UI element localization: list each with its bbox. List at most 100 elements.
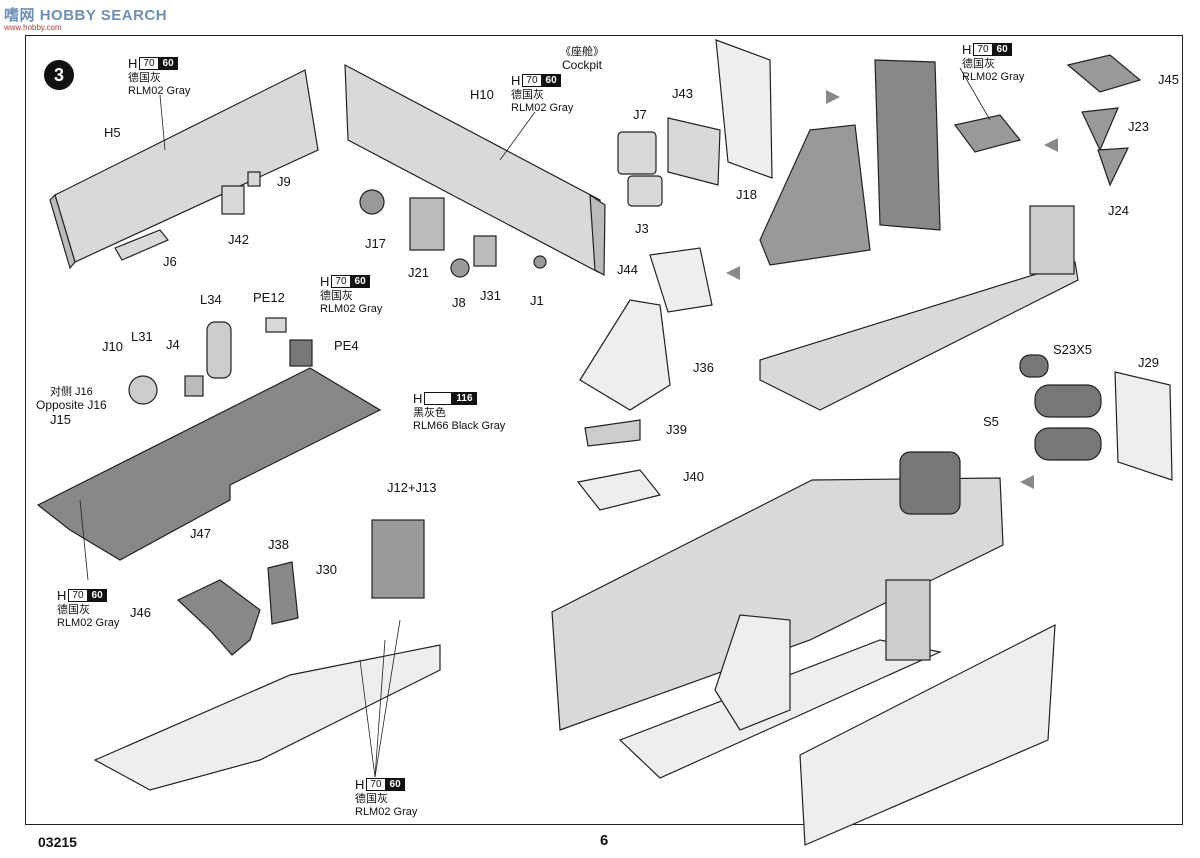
part-j9-shape [247,171,261,187]
paint-name-cn: 德国灰 [128,72,161,84]
part-label-j31: J31 [480,288,501,303]
paint-name-en: RLM02 Gray [511,102,574,114]
floor-bottom-left [93,644,441,791]
kit-code: 03215 [38,834,77,850]
seat-upper-shape [759,124,871,266]
part-j29-shape [1114,371,1173,481]
part-label-j44: J44 [617,262,638,277]
part-label-pe12: PE12 [253,290,285,305]
part-j17-shape [359,189,385,215]
pedestal-shape [953,114,1022,153]
part-j42-shape [221,185,245,215]
cockpit-label: 《座舱》 Cockpit [560,46,604,73]
opposite-note-cn: 对侧 J16 [49,386,93,398]
paint-number: 60 [385,778,405,791]
part-label-j43: J43 [672,86,693,101]
floor-upper-right [759,261,1079,411]
part-j24-shape [1097,147,1129,187]
part-label-h5: H5 [104,125,121,140]
cockpit-label-en: Cockpit [561,58,602,72]
paint-name-cn: 德国灰 [320,290,353,302]
arrow-left-icon [1044,138,1058,152]
part-label-j40: J40 [683,469,704,484]
part-j1-shape [533,255,547,269]
paint-name-en: RLM02 Gray [355,806,418,818]
part-label-j45: J45 [1158,72,1179,87]
part-s23-b [1034,427,1102,461]
part-s23-single [1019,354,1049,378]
part-j12j13-shape [371,519,425,599]
part-pe4-shape [289,339,313,367]
part-label-j46: J46 [130,605,151,620]
watermark-cjk: 嗜网 [4,7,36,24]
part-j36-shape [579,299,671,411]
part-j3-shape [627,175,663,207]
paint-number: 60 [158,57,178,70]
part-label-j7: J7 [633,107,647,122]
part-label-j47: J47 [190,526,211,541]
watermark-url: www.hobby.com [4,23,62,32]
part-j38-shape [267,561,299,625]
part-s23-a [1034,384,1102,418]
paint-code: 70 [366,778,386,791]
part-label-l31: L31 [131,329,153,344]
part-j8-shape [450,258,470,278]
paint-prefix: H [413,391,423,406]
paint-name-en: RLM02 Gray [57,617,120,629]
part-label-j18: J18 [736,187,757,202]
part-j39-shape [584,419,641,447]
paint-callout-rlm66: H 116 黑灰色 RLM66 Black Gray [413,392,505,433]
part-label-j9: J9 [277,174,291,189]
part-label-j17: J17 [365,236,386,251]
floor-j47 [36,367,382,561]
part-j45-shape [1066,54,1142,93]
paint-name-en: RLM02 Gray [128,85,191,97]
paint-number: 60 [350,275,370,288]
paint-number: 60 [541,74,561,87]
watermark-brand: HOBBY SEARCH [39,7,168,24]
part-j44-shape [649,247,713,313]
paint-code: 70 [973,43,993,56]
fuselage-bottom-right [551,477,1004,731]
part-j31-shape [473,235,497,267]
opposite-note-en: Opposite J16 [36,398,107,412]
part-label-j12-j13: J12+J13 [387,480,437,495]
arrow-right-icon [826,90,840,104]
part-label-j42: J42 [228,232,249,247]
paint-name-cn: 德国灰 [355,793,388,805]
part-j43-shape [667,117,721,186]
part-j7-shape [617,131,657,175]
paint-number: 60 [992,43,1012,56]
part-label-j1: J1 [530,293,544,308]
part-l34-shape [206,321,232,379]
paint-name-en: RLM02 Gray [962,71,1025,83]
part-label-j23: J23 [1128,119,1149,134]
part-label-j3: J3 [635,221,649,236]
paint-name-cn: 德国灰 [57,604,90,616]
part-label-j8: J8 [452,295,466,310]
part-label-j30: J30 [316,562,337,577]
paint-code: 70 [331,275,351,288]
seat-frame-shape [874,59,941,231]
watermark-logo: 嗜网 HOBBY SEARCH [4,4,167,25]
part-label-h10: H10 [470,87,494,102]
part-label-j10: J10 [102,339,123,354]
box-bottom-right [885,579,931,661]
part-j23-shape [1081,107,1119,152]
paint-code-blank [424,392,453,405]
paint-code: 70 [68,589,88,602]
instruction-frame [25,35,1183,825]
part-j40-shape [576,469,662,511]
part-l31-shape [128,375,158,405]
fuselage-panel [799,623,1056,846]
part-label-j29: J29 [1138,355,1159,370]
rollers-bottom-right [899,451,961,515]
part-j46-shape [176,579,261,656]
paint-prefix: H [962,42,972,57]
paint-name-en: RLM66 Black Gray [413,420,506,432]
paint-name-cn: 德国灰 [511,89,544,101]
